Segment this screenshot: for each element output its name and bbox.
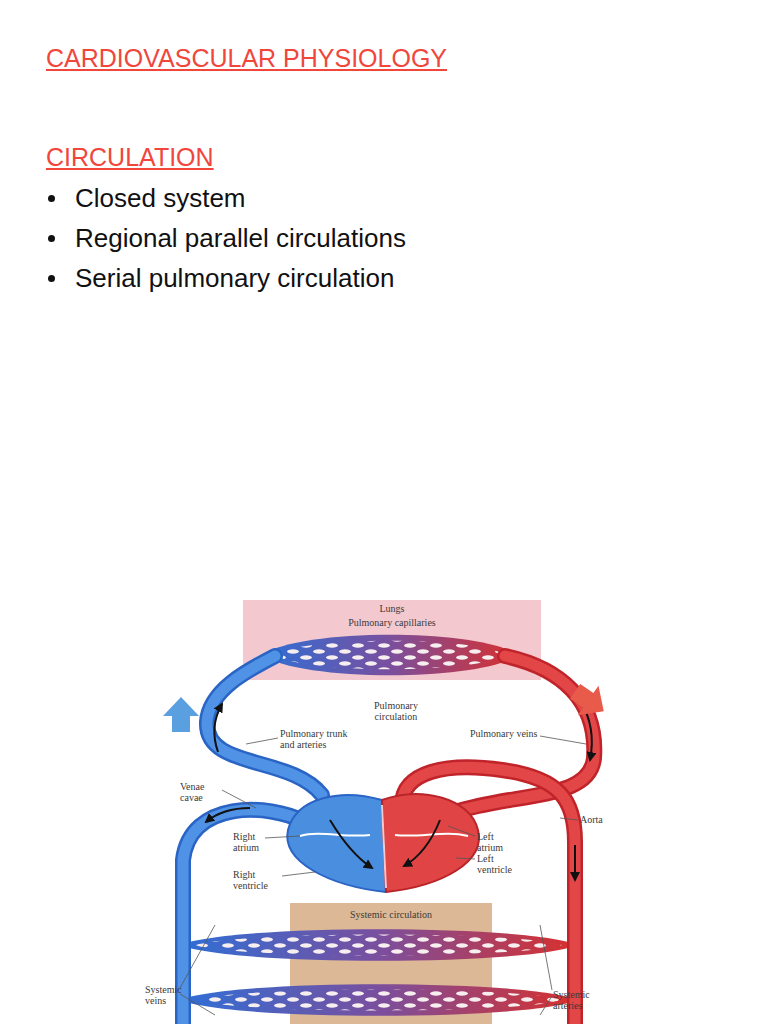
part-label: Pulmonary veins xyxy=(470,728,540,739)
heart xyxy=(287,794,479,892)
flow-arrow xyxy=(580,700,592,760)
bracket-line xyxy=(540,925,552,990)
part-label: Systemic arteries xyxy=(553,989,601,1011)
direction-arrow xyxy=(565,677,614,727)
leader-line xyxy=(456,858,475,859)
bullet-item: Regional parallel circulations xyxy=(75,223,406,254)
bullet-item: Serial pulmonary circulation xyxy=(75,263,394,294)
flow-arrow xyxy=(330,820,372,868)
leader-line xyxy=(540,736,586,744)
bullet-dot xyxy=(48,195,55,202)
flow-arrow xyxy=(404,820,440,866)
bullet-item: Closed system xyxy=(75,183,246,214)
leader-line xyxy=(448,826,475,836)
leader-line xyxy=(222,790,256,808)
systemic-region: Systemic circulation xyxy=(290,903,492,1024)
leader-line xyxy=(246,738,278,744)
valve-line xyxy=(395,834,468,836)
region-label: Pulmonary circulation xyxy=(362,700,430,722)
bracket-line xyxy=(180,994,215,1015)
leader-line xyxy=(282,872,315,876)
flow-arrow xyxy=(206,808,250,822)
part-label: Systemic veins xyxy=(145,984,185,1006)
part-label: Pulmonary trunk and arteries xyxy=(280,728,360,750)
section-heading: CIRCULATION xyxy=(46,143,214,172)
leader-line xyxy=(265,836,300,838)
flow-arrow xyxy=(574,845,576,880)
part-label: Right ventricle xyxy=(233,869,281,891)
region-subtitle: Pulmonary capillaries xyxy=(243,617,541,628)
part-label: Left atrium xyxy=(477,831,511,853)
septum xyxy=(382,805,386,888)
bracket-line xyxy=(180,925,215,988)
leader-line xyxy=(560,818,578,820)
lungs-region: LungsPulmonary capillaries xyxy=(243,600,541,680)
blood-vessels xyxy=(183,656,594,1024)
region-title: Systemic circulation xyxy=(290,909,492,920)
vena-cava xyxy=(183,810,305,1024)
part-label: Venae cavae xyxy=(180,781,225,803)
part-label: Left ventricle xyxy=(477,853,525,875)
flow-arrow xyxy=(215,704,222,752)
region-title: Lungs xyxy=(243,603,541,614)
vena-cava xyxy=(183,810,305,1024)
part-label: Right atrium xyxy=(233,831,267,853)
flow-arrows xyxy=(206,700,592,880)
bullet-dot xyxy=(48,235,55,242)
bracket-line xyxy=(540,996,552,1015)
valve-line xyxy=(300,834,370,836)
bullet-dot xyxy=(48,275,55,282)
slide-title: CARDIOVASCULAR PHYSIOLOGY xyxy=(46,44,447,73)
right-heart xyxy=(287,795,386,892)
direction-arrow xyxy=(163,697,199,732)
part-label: Aorta xyxy=(580,814,620,825)
left-heart xyxy=(382,794,479,892)
